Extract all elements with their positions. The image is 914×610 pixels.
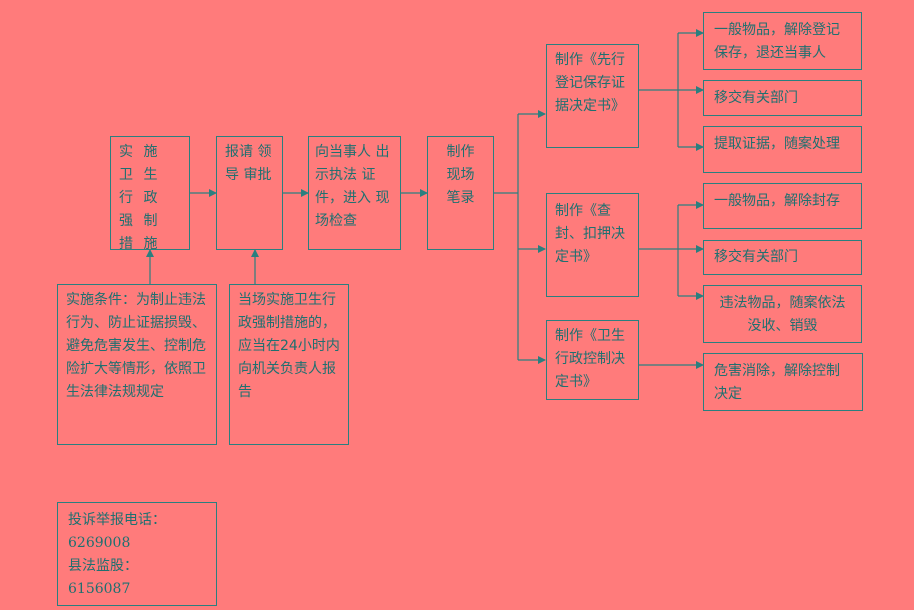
- onsite-report-text: 当场实施卫生行政强制措施的，应当在24小时内向机关负责人报告: [238, 292, 340, 400]
- b1-outcome-2-text: 移交有关部门: [714, 90, 798, 106]
- b1-label: 制作《先行登记保存证据决定书》: [555, 52, 625, 114]
- step3-text: 向当事人 出示执法 证件，进入 现场检查: [315, 144, 390, 229]
- bureau-phone[interactable]: 6156087: [68, 581, 131, 597]
- b2-outcome-2: 移交有关部门: [703, 240, 862, 275]
- b3-outcome-1: 危害消除，解除控制决定: [703, 353, 863, 411]
- b2-outcome-2-text: 移交有关部门: [714, 249, 798, 265]
- b1-outcome-3-text: 提取证据，随案处理: [714, 136, 840, 152]
- b2-box: 制作《查封、扣押决定书》: [546, 193, 639, 297]
- b2-outcome-3-text: 违法物品，随案依法没收、销毁: [719, 295, 846, 334]
- condition-box: 实施条件：为制止违法行为、防止证据损毁、避免危害发生、控制危险扩大等情形，依照卫…: [57, 284, 217, 445]
- b2-outcome-1: 一般物品，解除封存: [703, 183, 862, 229]
- b2-outcome-1-text: 一般物品，解除封存: [714, 193, 840, 209]
- b3-outcome-1-text: 危害消除，解除控制决定: [714, 363, 840, 402]
- step3-box: 向当事人 出示执法 证件，进入 现场检查: [308, 136, 401, 250]
- step1-box: 实 施 卫 生 行 政 强 制 措 施: [110, 136, 190, 250]
- condition-text: 实施条件：为制止违法行为、防止证据损毁、避免危害发生、控制危险扩大等情形，依照卫…: [66, 292, 206, 400]
- step1-text: 实 施 卫 生 行 政 强 制 措 施: [119, 144, 168, 250]
- onsite-report-box: 当场实施卫生行政强制措施的，应当在24小时内向机关负责人报告: [229, 284, 349, 445]
- b1-outcome-1: 一般物品，解除登记保存，退还当事人: [703, 12, 862, 70]
- b1-box: 制作《先行登记保存证据决定书》: [546, 44, 639, 148]
- b2-outcome-3: 违法物品，随案依法没收、销毁: [703, 285, 862, 343]
- b3-label: 制作《卫生行政控制决定书》: [555, 328, 625, 390]
- b2-label: 制作《查封、扣押决定书》: [555, 203, 625, 265]
- step4-text: 制作 现场 笔录: [446, 144, 479, 206]
- complaint-phone[interactable]: 6269008: [68, 535, 131, 551]
- step2-box: 报请 领导 审批: [216, 136, 283, 250]
- b1-outcome-1-text: 一般物品，解除登记保存，退还当事人: [714, 22, 840, 61]
- b3-box: 制作《卫生行政控制决定书》: [546, 320, 639, 400]
- step4-box: 制作 现场 笔录: [427, 136, 494, 250]
- bureau-label: 县法监股：: [68, 558, 138, 574]
- step2-text: 报请 领导 审批: [225, 144, 272, 183]
- b1-outcome-2: 移交有关部门: [703, 80, 862, 116]
- complaint-label: 投诉举报电话：: [68, 512, 166, 528]
- contact-box: 投诉举报电话： 6269008 县法监股： 6156087: [57, 502, 217, 606]
- b1-outcome-3: 提取证据，随案处理: [703, 126, 862, 173]
